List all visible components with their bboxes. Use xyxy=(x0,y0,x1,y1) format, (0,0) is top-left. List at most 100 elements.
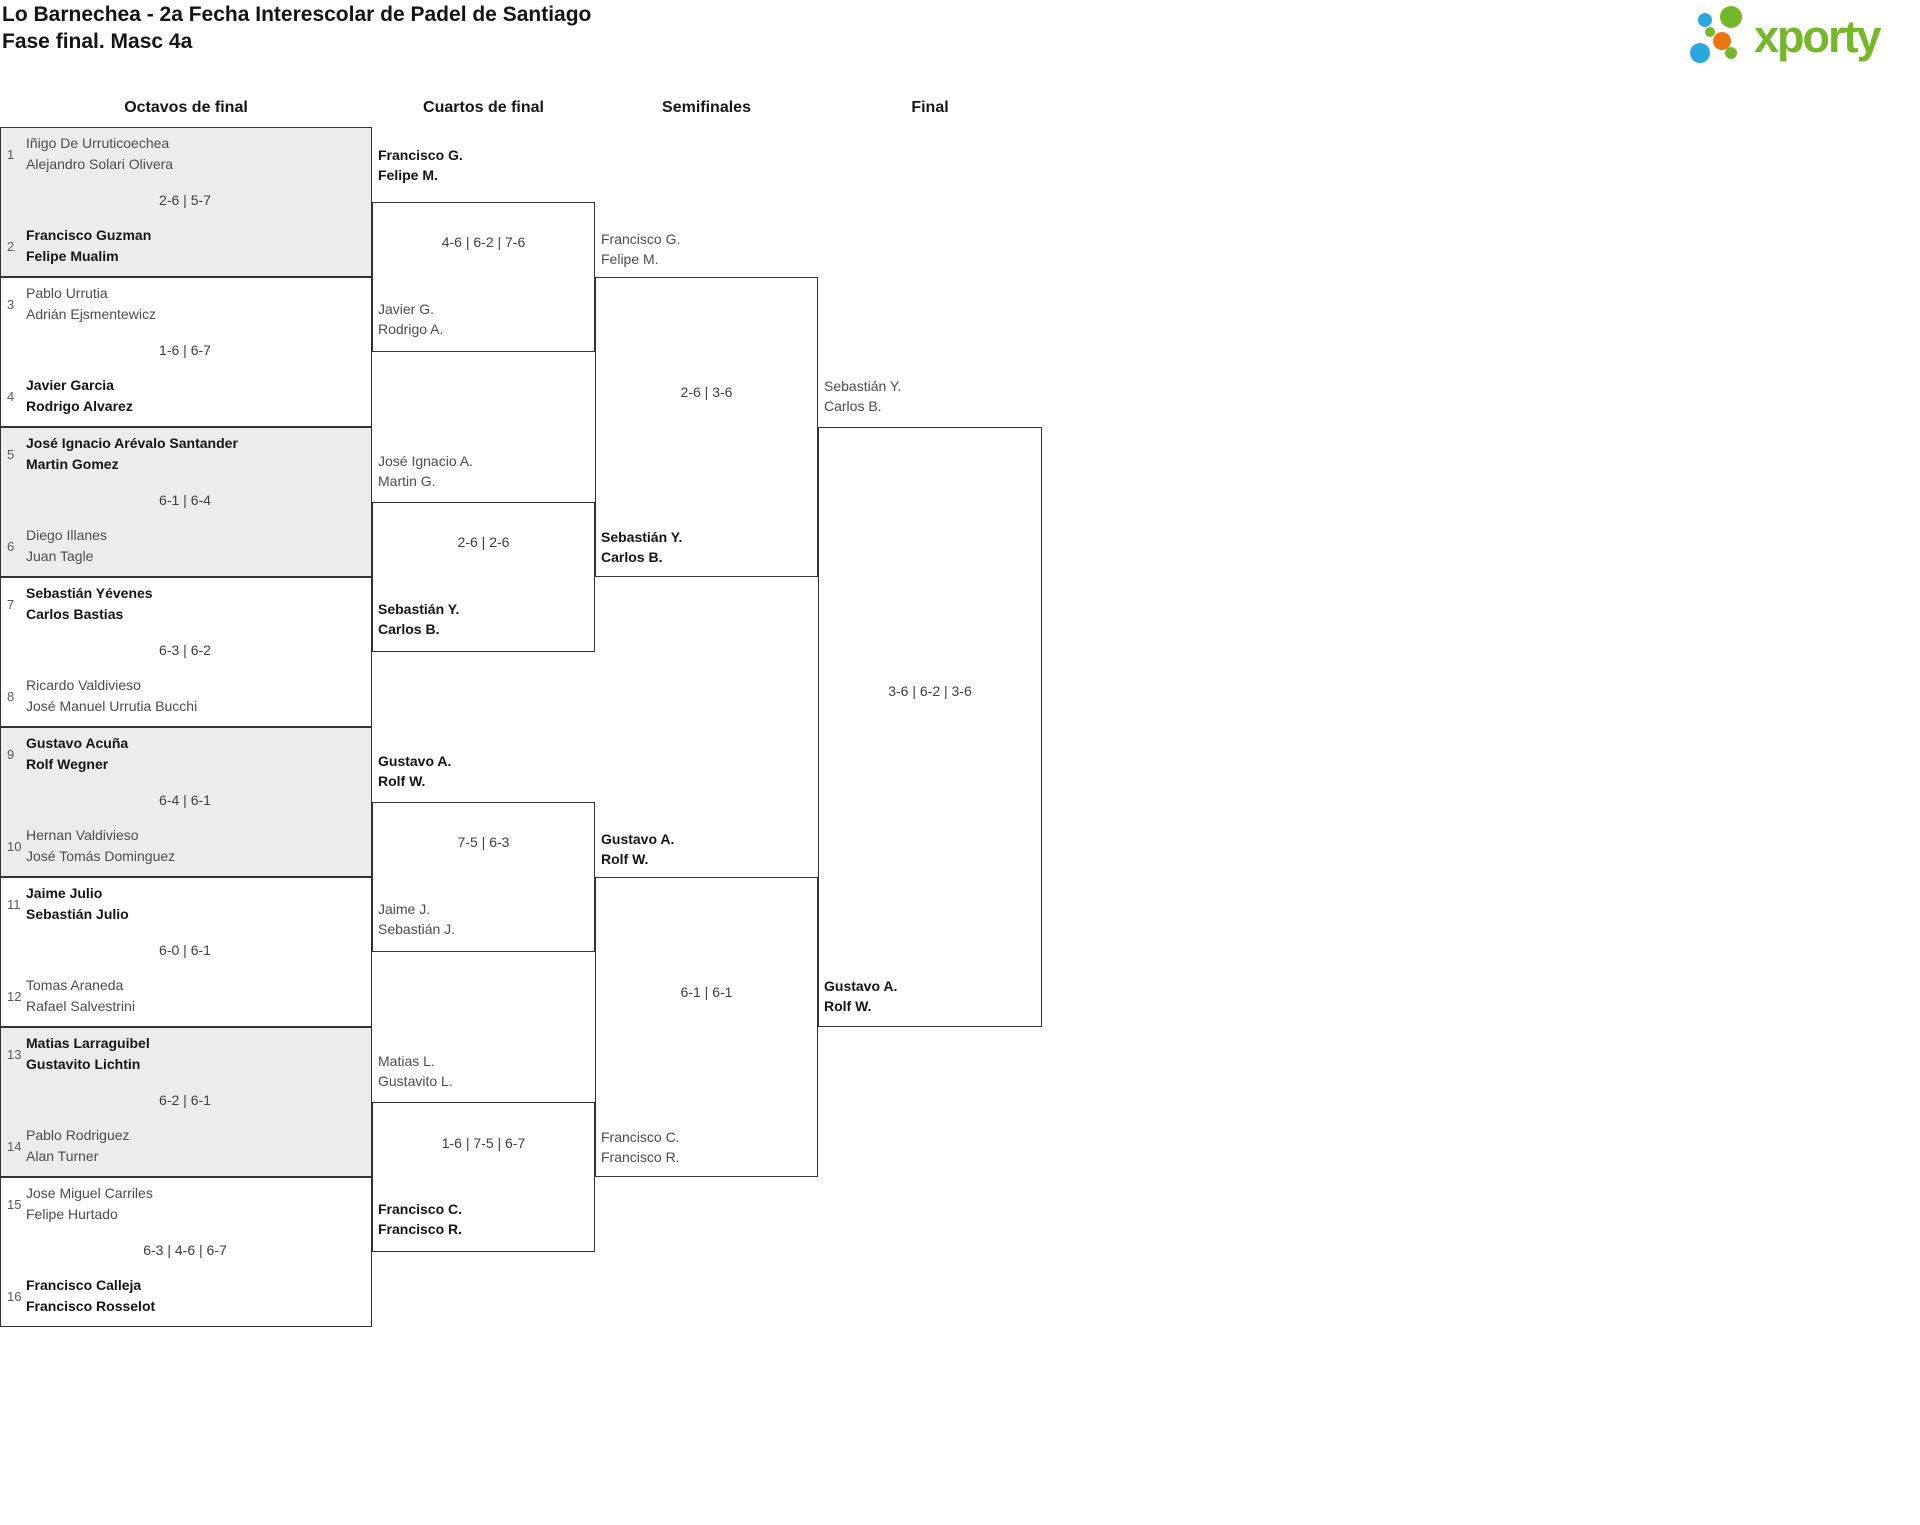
seed-number: 7 xyxy=(7,596,15,612)
r16-match-2: 3 Pablo Urrutia Adrián Ejsmentewicz 1-6 … xyxy=(0,277,372,427)
player-name: Jaime J. xyxy=(378,901,431,917)
player-name: Martin Gomez xyxy=(26,456,119,472)
match-score-qf2: 2-6 | 2-6 xyxy=(457,534,510,550)
logo-dot-orange-icon xyxy=(1713,32,1731,50)
team-row: 4 Javier Garcia Rodrigo Alvarez xyxy=(7,375,363,417)
round-header-octavos: Octavos de final xyxy=(124,99,248,116)
match-score: 6-3 | 6-2 xyxy=(159,642,211,658)
player-name: Rodrigo Alvarez xyxy=(26,398,133,414)
page-title: Lo Barnechea - 2a Fecha Interescolar de … xyxy=(2,3,592,26)
player-name: Alejandro Solari Olivera xyxy=(26,156,174,172)
team-players: Diego Illanes Juan Tagle xyxy=(26,525,107,567)
match-score: 1-6 | 6-7 xyxy=(159,342,211,358)
player-name: Sebastián Yévenes xyxy=(26,585,153,601)
team-players: Francisco Guzman Felipe Mualim xyxy=(26,225,151,267)
seed-number: 15 xyxy=(7,1196,22,1212)
team-players: José Ignacio Arévalo Santander Martin Go… xyxy=(26,433,238,475)
team-row: 9 Gustavo Acuña Rolf Wegner xyxy=(7,733,363,775)
player-name: Alan Turner xyxy=(26,1148,99,1164)
bracket: 1 Iñigo De Urruticoechea Alejandro Solar… xyxy=(0,127,1100,1387)
qf-box-4 xyxy=(372,1102,595,1252)
player-name: Jaime Julio xyxy=(26,885,103,901)
seed-number: 14 xyxy=(7,1138,22,1154)
team-label-qf3-bottom: Jaime J. Sebastián J. xyxy=(378,899,588,939)
team-players: Matias Larraguibel Gustavito Lichtin xyxy=(26,1033,150,1075)
seed-number: 9 xyxy=(7,746,15,762)
player-name: Francisco Calleja xyxy=(26,1277,142,1293)
player-name: Diego Illanes xyxy=(26,527,107,543)
match-score-qf1: 4-6 | 6-2 | 7-6 xyxy=(441,234,526,250)
match-score: 6-3 | 4-6 | 6-7 xyxy=(143,1242,227,1258)
player-name: Adrián Ejsmentewicz xyxy=(26,306,156,322)
player-name: Rolf Wegner xyxy=(26,756,109,772)
logo-dot-blue-icon xyxy=(1690,43,1710,63)
team-row: 5 José Ignacio Arévalo Santander Martin … xyxy=(7,433,363,475)
team-row: 11 Jaime Julio Sebastián Julio xyxy=(7,883,363,925)
seed-number: 3 xyxy=(7,296,15,312)
player-name: Martin G. xyxy=(378,473,436,489)
player-name: Carlos B. xyxy=(378,621,440,637)
round-header-cuartos: Cuartos de final xyxy=(423,99,544,116)
team-label-qf2-bottom: Sebastián Y. Carlos B. xyxy=(378,599,588,639)
seed-number: 6 xyxy=(7,538,15,554)
page-subtitle: Fase final. Masc 4a xyxy=(2,30,193,53)
player-name: José Tomás Dominguez xyxy=(26,848,176,864)
match-score-sf1: 2-6 | 3-6 xyxy=(680,384,733,400)
player-name: Rolf W. xyxy=(824,998,872,1014)
player-name: Juan Tagle xyxy=(26,548,94,564)
match-score: 6-1 | 6-4 xyxy=(159,492,211,508)
team-label-sf2-top: Gustavo A. Rolf W. xyxy=(601,829,811,869)
team-players: Ricardo Valdivieso José Manuel Urrutia B… xyxy=(26,675,197,717)
seed-number: 12 xyxy=(7,988,22,1004)
player-name: Pablo Rodriguez xyxy=(26,1127,130,1143)
player-name: Francisco R. xyxy=(378,1221,463,1237)
team-row: 12 Tomas Araneda Rafael Salvestrini xyxy=(7,975,363,1017)
seed-number: 5 xyxy=(7,446,15,462)
team-players: Tomas Araneda Rafael Salvestrini xyxy=(26,975,135,1017)
r16-match-3: 5 José Ignacio Arévalo Santander Martin … xyxy=(0,427,372,577)
team-row: 14 Pablo Rodriguez Alan Turner xyxy=(7,1125,363,1167)
player-name: Gustavo Acuña xyxy=(26,735,129,751)
team-row: 6 Diego Illanes Juan Tagle xyxy=(7,525,363,567)
player-name: Gustavito Lichtin xyxy=(26,1056,141,1072)
player-name: Rafael Salvestrini xyxy=(26,998,135,1014)
player-name: Carlos B. xyxy=(824,398,882,414)
r16-match-6: 11 Jaime Julio Sebastián Julio 6-0 | 6-1… xyxy=(0,877,372,1027)
team-players: Iñigo De Urruticoechea Alejandro Solari … xyxy=(26,133,173,175)
team-players: Jose Miguel Carriles Felipe Hurtado xyxy=(26,1183,153,1225)
qf-box-2 xyxy=(372,502,595,652)
player-name: Iñigo De Urruticoechea xyxy=(26,135,170,151)
player-name: Sebastián Julio xyxy=(26,906,129,922)
r16-match-8: 15 Jose Miguel Carriles Felipe Hurtado 6… xyxy=(0,1177,372,1327)
player-name: Matias Larraguibel xyxy=(26,1035,150,1051)
xporty-logo[interactable]: xporty xyxy=(1690,0,1918,74)
team-row: 3 Pablo Urrutia Adrián Ejsmentewicz xyxy=(7,283,363,325)
player-name: Carlos B. xyxy=(601,549,663,565)
seed-number: 13 xyxy=(7,1046,22,1062)
team-row: 2 Francisco Guzman Felipe Mualim xyxy=(7,225,363,267)
team-players: Gustavo Acuña Rolf Wegner xyxy=(26,733,128,775)
team-row: 10 Hernan Valdivieso José Tomás Domingue… xyxy=(7,825,363,867)
player-name: Matias L. xyxy=(378,1053,435,1069)
seed-number: 10 xyxy=(7,838,22,854)
seed-number: 8 xyxy=(7,688,15,704)
team-label-sf1-top: Francisco G. Felipe M. xyxy=(601,229,811,269)
player-name: Francisco Guzman xyxy=(26,227,152,243)
team-row: 8 Ricardo Valdivieso José Manuel Urrutia… xyxy=(7,675,363,717)
team-label-sf1-bottom: Sebastián Y. Carlos B. xyxy=(601,527,811,567)
sf-box-2 xyxy=(595,877,818,1177)
player-name: Javier Garcia xyxy=(26,377,114,393)
match-score-qf3: 7-5 | 6-3 xyxy=(457,834,510,850)
player-name: Felipe Mualim xyxy=(26,248,119,264)
team-label-qf4-bottom: Francisco C. Francisco R. xyxy=(378,1199,588,1239)
team-label-qf1-top: Francisco G. Felipe M. xyxy=(378,145,588,185)
final-box xyxy=(818,427,1042,1027)
player-name: Sebastián Y. xyxy=(378,601,460,617)
match-score: 2-6 | 5-7 xyxy=(159,192,211,208)
match-score-final: 3-6 | 6-2 | 3-6 xyxy=(888,683,972,699)
player-name: Gustavo A. xyxy=(378,753,452,769)
team-label-qf4-top: Matias L. Gustavito L. xyxy=(378,1051,588,1091)
player-name: Tomas Araneda xyxy=(26,977,124,993)
team-label-qf3-top: Gustavo A. Rolf W. xyxy=(378,751,588,791)
